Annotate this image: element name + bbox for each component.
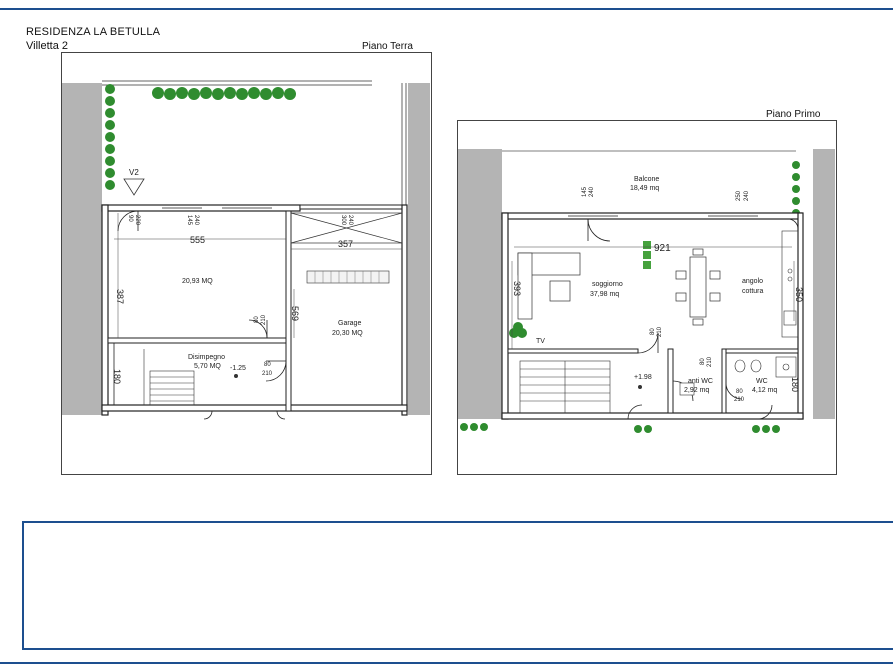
wc-name: WC [756,378,768,385]
dim-height-lower: 180 [112,369,122,384]
garage-area: 20,30 MQ [332,330,363,337]
garage-grid [306,270,390,284]
ground-level-label: -1.25 [230,365,246,372]
dim-width-right: 357 [338,239,353,249]
door-width-b: 80 [264,362,271,368]
door-height-b: 210 [707,356,713,367]
balcone-name: Balcone [634,176,659,183]
antiwc-area: 2,92 mq [684,387,709,394]
door-height-a: 210 [657,326,663,337]
soggiorno-area: 37,98 mq [590,291,619,298]
level-marker-icon [638,385,642,389]
door-width-c: 80 [736,389,743,395]
dim-240b: 240 [347,215,353,226]
door-height-a: 210 [261,314,267,325]
footer-rule [0,662,893,664]
dim-width: 921 [654,243,671,254]
unit-subtitle: Villetta 2 [26,40,68,52]
first-floor-plan: Balcone 18,49 mq soggiorno 37,98 mq ango… [458,149,835,433]
left-wall-shade [458,149,502,419]
dim-height-right: 350 [794,287,804,302]
dim-300: 300 [340,215,346,226]
section-marker-icon [123,178,145,196]
hedge-left [105,84,115,190]
door-height-b: 210 [262,371,273,377]
wc-area: 4,12 mq [752,387,777,394]
first-stair [519,360,611,414]
coffee-table [549,280,571,302]
door-height-c: 210 [734,397,745,403]
dim-240a: 240 [193,215,199,226]
wc-fixtures [679,356,797,396]
dim-height-right: 569 [290,306,300,321]
dim-height-left: 393 [512,281,522,296]
right-wall-shade [813,149,835,419]
sofa [517,252,581,320]
soggiorno-name: soggiorno [592,281,623,288]
cottura-name: angolo [742,278,763,285]
balcone-area: 18,49 mq [630,185,659,192]
garage-name: Garage [338,320,361,327]
notes-box [22,521,893,650]
section-marker-label: V2 [129,168,139,177]
door-width-a: 80 [650,328,656,335]
tv-label: TV [536,338,545,345]
ground-floor-panel: V2 [61,41,432,475]
garage-ramp [290,212,403,244]
dim-height-left: 387 [115,289,125,304]
antiwc-name: anti WC [688,378,713,385]
dim-145: 145 [186,215,192,226]
first-level-label: +1.98 [634,374,652,381]
dim-90: 90 [127,215,133,222]
level-marker-icon [234,374,238,378]
dim-220: 220 [134,215,140,226]
disimpegno-area: 5,70 MQ [194,363,221,370]
first-floor-panel: Balcone 18,49 mq soggiorno 37,98 mq ango… [457,109,837,475]
dim-240a: 240 [589,186,595,197]
ground-stair [149,370,195,406]
dim-width-left: 555 [190,235,205,245]
left-wall-shade [62,83,102,415]
hedge-top [152,87,296,100]
door-width-b: 80 [700,358,706,365]
disimpegno-name: Disimpegno [188,354,225,361]
header-rule [0,8,893,10]
first-floor-label: Piano Primo [766,109,821,120]
door-width-a: 80 [254,316,260,323]
ground-floor-plan: V2 [62,80,430,420]
dim-250: 250 [736,190,742,201]
cottura-area: cottura [742,288,764,295]
ground-floor-label: Piano Terra [362,41,413,52]
kitchen-counter [781,230,799,338]
project-title: RESIDENZA LA BETULLA [26,26,161,38]
dining-table [675,248,721,326]
dim-145: 145 [582,186,588,197]
room-area-label: 20,93 MQ [182,278,213,285]
dim-height-wc: 180 [790,377,800,392]
right-wall-shade [408,83,430,415]
dim-240b: 240 [744,190,750,201]
